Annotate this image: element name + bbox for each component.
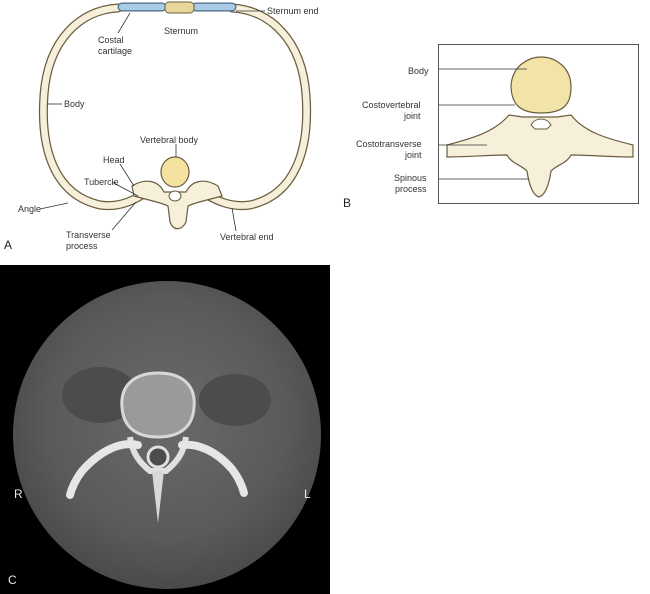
label-costal-cartilage: Costal cartilage (98, 35, 133, 56)
label-tubercle: Tubercle (84, 177, 119, 187)
label-vertebral-body: Vertebral body (140, 135, 199, 145)
ct-rib-left (178, 440, 248, 497)
label-vertebral-end: Vertebral end (220, 232, 274, 242)
label-spinous-process: Spinous process (394, 173, 427, 194)
ct-scan (13, 281, 321, 589)
label-body: Body (64, 99, 85, 109)
label-b-body: Body (408, 66, 429, 76)
label-transverse-process: Transverse process (66, 230, 111, 251)
label-costovertebral-joint: Costovertebral joint (362, 100, 421, 121)
ct-vertebral-body (120, 371, 196, 439)
label-head: Head (103, 155, 125, 165)
panel-b-diagram (439, 56, 634, 198)
panel-c-letter: C (8, 573, 17, 587)
vertebra-b-arch (446, 114, 634, 198)
panel-a-diagram (38, 1, 312, 232)
vertebra-a (131, 156, 223, 230)
panel-c-ct-image: R L C (0, 265, 330, 594)
label-sternum-end: Sternum end (267, 6, 319, 16)
panel-b-letter: B (343, 196, 352, 210)
ct-left-marker: L (304, 487, 311, 501)
ct-spinous-process (152, 471, 164, 523)
vertebral-foramen-b (530, 118, 552, 130)
label-sternum: Sternum (164, 26, 199, 36)
label-angle: Angle (18, 204, 42, 214)
panel-b-frame (438, 44, 639, 204)
sternum-shape (164, 1, 195, 14)
label-costotransverse-joint: Costotransverse joint (356, 139, 422, 160)
panel-a-letter: A (4, 238, 13, 252)
vertebral-body-b (510, 56, 572, 114)
ct-rib-right (66, 440, 142, 499)
ct-right-marker: R (14, 487, 23, 501)
